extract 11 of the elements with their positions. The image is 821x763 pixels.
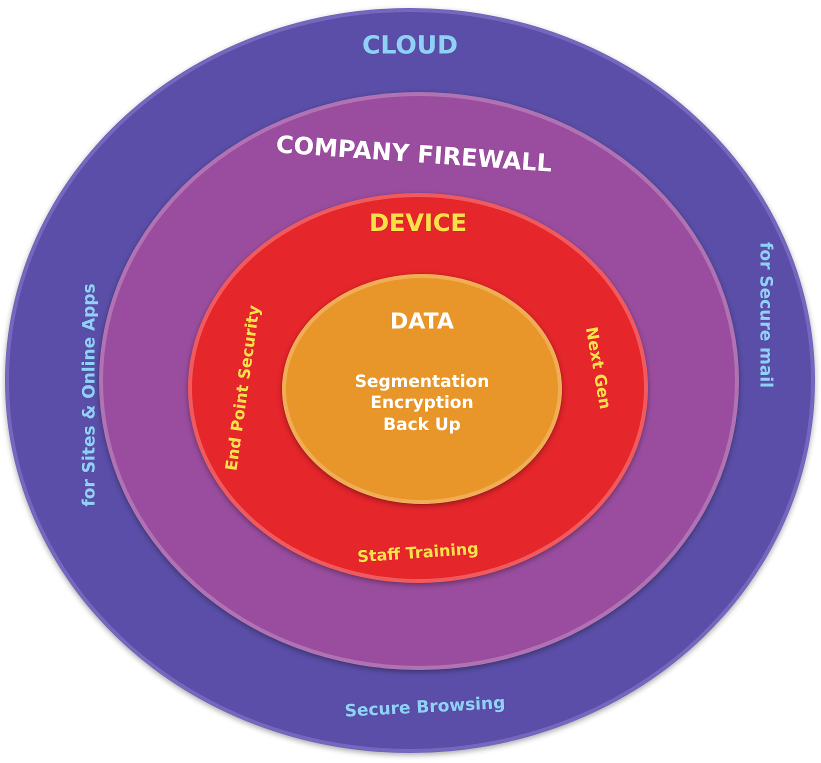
circle-title: DATA	[390, 308, 454, 336]
ring-label: for Secure mail	[754, 242, 776, 388]
ring-label: Secure Browsing	[344, 693, 506, 723]
ring-title: CLOUD	[362, 29, 458, 61]
ring-label: End Point Security	[221, 304, 265, 472]
ring-title: COMPANY FIREWALL	[275, 129, 553, 179]
ring-title: DEVICE	[369, 208, 467, 238]
ring-label: Staff Training	[356, 538, 480, 568]
ring-label: for Sites & Online Apps	[79, 283, 100, 507]
ring-label: Next Gen	[580, 325, 616, 411]
circle-text: Segmentation Encryption Back Up	[354, 372, 490, 436]
